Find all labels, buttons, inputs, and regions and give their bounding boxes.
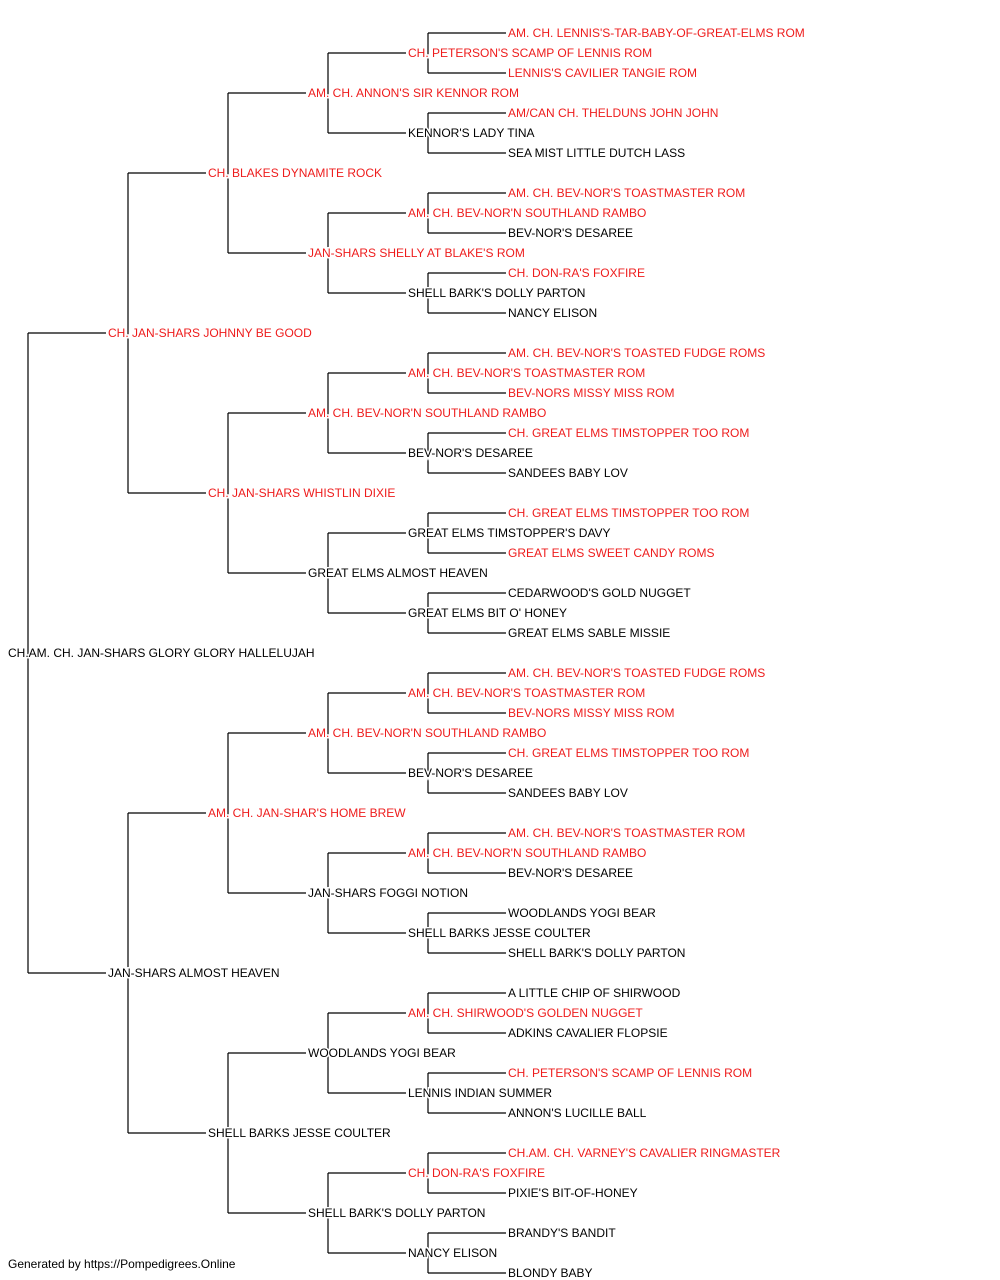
ancestor-name-gen-4: LENNIS INDIAN SUMMER — [408, 1086, 552, 1100]
ancestor-name-gen-5: CH. GREAT ELMS TIMSTOPPER TOO ROM — [508, 746, 749, 760]
ancestor-name-gen-3: AM. CH. BEV-NOR'N SOUTHLAND RAMBO — [308, 726, 546, 740]
ancestor-name-gen-5: BEV-NORS MISSY MISS ROM — [508, 706, 674, 720]
subject-dog-name: CH.AM. CH. JAN-SHARS GLORY GLORY HALLELU… — [8, 646, 315, 660]
ancestor-name-gen-5: PIXIE'S BIT-OF-HONEY — [508, 1186, 638, 1200]
ancestor-name-gen-5: GREAT ELMS SABLE MISSIE — [508, 626, 670, 640]
ancestor-name-gen-4: CH. PETERSON'S SCAMP OF LENNIS ROM — [408, 46, 652, 60]
ancestor-name-gen-5: AM/CAN CH. THELDUNS JOHN JOHN — [508, 106, 718, 120]
ancestor-name-gen-5: BRANDY'S BANDIT — [508, 1226, 616, 1240]
ancestor-name-gen-5: BEV-NORS MISSY MISS ROM — [508, 386, 674, 400]
ancestor-name-gen-5: SANDEES BABY LOV — [508, 466, 628, 480]
ancestor-name-gen-5: ANNON'S LUCILLE BALL — [508, 1106, 647, 1120]
ancestor-name-gen-5: GREAT ELMS SWEET CANDY ROMS — [508, 546, 714, 560]
ancestor-name-gen-4: AM. CH. BEV-NOR'S TOASTMASTER ROM — [408, 686, 645, 700]
ancestor-name-gen-2: SHELL BARKS JESSE COULTER — [208, 1126, 391, 1140]
ancestor-name-gen-5: NANCY ELISON — [508, 306, 597, 320]
ancestor-name-gen-5: WOODLANDS YOGI BEAR — [508, 906, 656, 920]
ancestor-name-gen-3: WOODLANDS YOGI BEAR — [308, 1046, 456, 1060]
ancestor-name-gen-2: CH. BLAKES DYNAMITE ROCK — [208, 166, 382, 180]
ancestor-name-gen-5: LENNIS'S CAVILIER TANGIE ROM — [508, 66, 697, 80]
ancestor-name-gen-3: AM. CH. ANNON'S SIR KENNOR ROM — [308, 86, 519, 100]
ancestor-name-gen-3: GREAT ELMS ALMOST HEAVEN — [308, 566, 488, 580]
ancestor-name-gen-5: CH.AM. CH. VARNEY'S CAVALIER RINGMASTER — [508, 1146, 781, 1160]
ancestor-name-gen-4: AM. CH. BEV-NOR'S TOASTMASTER ROM — [408, 366, 645, 380]
ancestor-name-gen-2: CH. JAN-SHARS WHISTLIN DIXIE — [208, 486, 395, 500]
ancestor-name-gen-4: BEV-NOR'S DESAREE — [408, 446, 533, 460]
ancestor-name-gen-5: A LITTLE CHIP OF SHIRWOOD — [508, 986, 681, 1000]
ancestor-name-gen-3: JAN-SHARS SHELLY AT BLAKE'S ROM — [308, 246, 525, 260]
ancestor-name-gen-5: BEV-NOR'S DESAREE — [508, 226, 633, 240]
ancestor-name-gen-5: CH. GREAT ELMS TIMSTOPPER TOO ROM — [508, 426, 749, 440]
ancestor-name-gen-5: CH. GREAT ELMS TIMSTOPPER TOO ROM — [508, 506, 749, 520]
ancestor-name-gen-4: GREAT ELMS TIMSTOPPER'S DAVY — [408, 526, 611, 540]
ancestor-name-gen-5: CH. PETERSON'S SCAMP OF LENNIS ROM — [508, 1066, 752, 1080]
ancestor-name-gen-5: SANDEES BABY LOV — [508, 786, 628, 800]
footer-credit: Generated by https://Pompedigrees.Online — [8, 1257, 236, 1271]
ancestor-name-gen-5: AM. CH. BEV-NOR'S TOASTED FUDGE ROMS — [508, 346, 765, 360]
ancestor-name-gen-3: JAN-SHARS FOGGI NOTION — [308, 886, 468, 900]
ancestor-name-gen-5: AM. CH. BEV-NOR'S TOASTED FUDGE ROMS — [508, 666, 765, 680]
ancestor-name-gen-3: AM. CH. BEV-NOR'N SOUTHLAND RAMBO — [308, 406, 546, 420]
ancestor-name-gen-2: AM. CH. JAN-SHAR'S HOME BREW — [208, 806, 406, 820]
ancestor-name-gen-5: CEDARWOOD'S GOLD NUGGET — [508, 586, 691, 600]
ancestor-name-gen-4: CH. DON-RA'S FOXFIRE — [408, 1166, 545, 1180]
ancestor-name-gen-4: NANCY ELISON — [408, 1246, 497, 1260]
ancestor-name-gen-5: ADKINS CAVALIER FLOPSIE — [508, 1026, 668, 1040]
ancestor-name-gen-3: SHELL BARK'S DOLLY PARTON — [308, 1206, 485, 1220]
ancestor-name-gen-5: AM. CH. BEV-NOR'S TOASTMASTER ROM — [508, 186, 745, 200]
ancestor-name-gen-4: KENNOR'S LADY TINA — [408, 126, 535, 140]
ancestor-name-gen-4: SHELL BARKS JESSE COULTER — [408, 926, 591, 940]
ancestor-name-gen-5: BLONDY BABY — [508, 1266, 592, 1280]
ancestor-name-gen-1: JAN-SHARS ALMOST HEAVEN — [108, 966, 280, 980]
ancestor-name-gen-4: AM. CH. SHIRWOOD'S GOLDEN NUGGET — [408, 1006, 643, 1020]
ancestor-name-gen-5: CH. DON-RA'S FOXFIRE — [508, 266, 645, 280]
ancestor-name-gen-4: GREAT ELMS BIT O' HONEY — [408, 606, 567, 620]
ancestor-name-gen-4: BEV-NOR'S DESAREE — [408, 766, 533, 780]
ancestor-name-gen-1: CH. JAN-SHARS JOHNNY BE GOOD — [108, 326, 312, 340]
ancestor-name-gen-4: AM. CH. BEV-NOR'N SOUTHLAND RAMBO — [408, 846, 646, 860]
ancestor-name-gen-5: BEV-NOR'S DESAREE — [508, 866, 633, 880]
ancestor-name-gen-4: AM. CH. BEV-NOR'N SOUTHLAND RAMBO — [408, 206, 646, 220]
ancestor-name-gen-5: SEA MIST LITTLE DUTCH LASS — [508, 146, 685, 160]
ancestor-name-gen-5: AM. CH. LENNIS'S-TAR-BABY-OF-GREAT-ELMS … — [508, 26, 805, 40]
ancestor-name-gen-5: SHELL BARK'S DOLLY PARTON — [508, 946, 685, 960]
ancestor-name-gen-4: SHELL BARK'S DOLLY PARTON — [408, 286, 585, 300]
ancestor-name-gen-5: AM. CH. BEV-NOR'S TOASTMASTER ROM — [508, 826, 745, 840]
